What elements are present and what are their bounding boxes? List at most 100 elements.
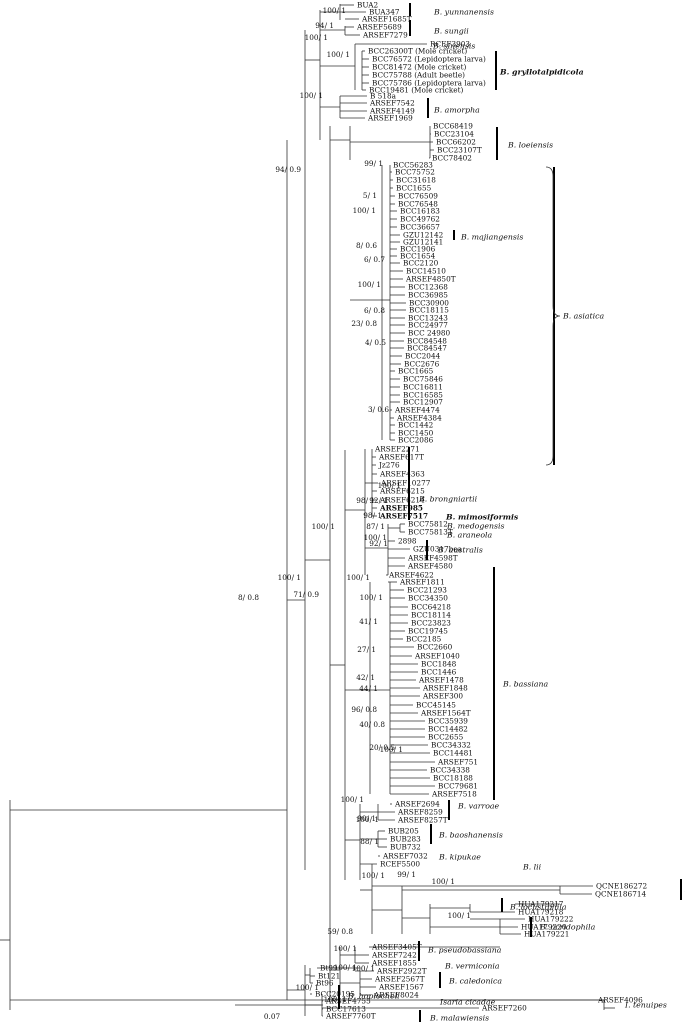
clade-label: B. sungii [433, 27, 469, 36]
taxon-label: BCC2086 [398, 436, 434, 445]
taxon-label: HUA179217 [518, 900, 564, 909]
taxon-label: BCC2660 [417, 643, 453, 652]
taxon-label: BCC14510 [406, 267, 446, 276]
taxon-label: ARSEF4363 [379, 470, 425, 479]
taxon-label: ARSEF2922T [376, 967, 427, 976]
taxon-label: ARSEF1685T [361, 15, 412, 24]
support-value: 20/ 0.5 [369, 743, 395, 752]
taxon-label: BCC1665 [398, 367, 434, 376]
taxon-label: BCC1442 [398, 421, 433, 430]
taxon-label: BCC12368 [408, 283, 448, 292]
taxon-label: ARSEF2567T [374, 975, 425, 984]
taxon-label: BCC84548 [407, 337, 447, 346]
taxon-label: HUA179220 [521, 923, 567, 932]
taxon-label: BCC68419 [433, 122, 473, 131]
taxon-label: ARSEF751 [437, 758, 478, 767]
taxon-label: BCC36985 [408, 291, 448, 300]
taxon-label: BCC20195 [315, 990, 355, 999]
taxon-label: BCC16811 [403, 383, 443, 392]
taxon-label: BCC1906 [400, 245, 436, 254]
taxon-label: BCC14481 [433, 749, 473, 758]
scale-bar-label: 0.07 [264, 1012, 281, 1021]
taxon-label: ARSEF7542 [369, 99, 415, 108]
taxon-label: ARSEF4580 [407, 562, 453, 571]
taxon-label: ARSEF7517 [379, 512, 428, 521]
taxon-label: ARSEF6215 [379, 487, 425, 496]
taxon-label: BCC34338 [430, 766, 470, 775]
taxon-label: HUA179222 [528, 915, 573, 924]
taxon-label: BCC78402 [432, 154, 472, 163]
taxon-label: GZU12142 [403, 231, 443, 240]
support-value: 100/ 1 [380, 745, 403, 754]
support-value: 42/ 1 [356, 673, 375, 682]
taxon-label: BUB205 [388, 827, 419, 836]
clade-label: I. tenuipes [624, 1001, 667, 1010]
clade-label: B. gryllotalpidicola [499, 68, 584, 77]
taxon-label: BCC79681 [438, 782, 478, 791]
taxon-label: ARSEF985 [379, 504, 423, 513]
support-value: 90/ 1 [357, 814, 376, 823]
clade-label: Isaria cicadae [439, 998, 496, 1007]
clade-label: B. asiatica [562, 312, 604, 321]
support-value: 6/ 0.8 [364, 306, 385, 315]
taxon-label: BCC30900 [409, 299, 449, 308]
support-value: 100/ 1 [305, 33, 328, 42]
support-value: 8/ 0.8 [238, 593, 259, 602]
taxon-label: BCC64218 [411, 603, 451, 612]
taxon-label: BCC34350 [408, 594, 448, 603]
taxon-label: BUB283 [390, 835, 421, 844]
taxon-label: BCC18114 [411, 611, 451, 620]
taxon-label: B 518a [370, 92, 397, 101]
taxon-label: BCC76572 (Lepidoptera larva) [372, 55, 486, 64]
taxon-label: BCC66202 [436, 138, 476, 147]
taxon-label: ARSEF8257T [397, 816, 448, 825]
support-value: 71/ 0.9 [293, 590, 319, 599]
taxon-label: BCC45145 [416, 701, 456, 710]
taxon-label: BUB732 [390, 843, 421, 852]
taxon-label: ARSEF7242 [371, 951, 417, 960]
taxon-label: ARSEF4096 [597, 996, 643, 1005]
taxon-label: BCC26300T (Mole cricket) [368, 47, 467, 56]
taxon-label: BCC81472 (Mole cricket) [372, 63, 467, 72]
taxon-label: BCC18115 [409, 306, 449, 315]
clade-label: B. acridophila [539, 923, 596, 932]
taxon-label: ARSEF4474 [394, 406, 440, 415]
taxon-label: ARSEF4384 [396, 414, 442, 423]
taxon-label: BCC34332 [431, 741, 471, 750]
clade-label: B. loeiensis [507, 141, 553, 150]
clade-label: B. yunnanensis [433, 8, 494, 17]
taxon-label: HUA179218 [518, 908, 564, 917]
clade-label: B. australis [437, 546, 483, 555]
clade-label: B. varroae [457, 802, 500, 811]
clade-label: B. lii [522, 863, 542, 872]
support-value: 92/ 1 [369, 539, 388, 548]
taxon-label: ARSEF4149 [369, 107, 415, 116]
support-value: 100/ 1 [324, 995, 347, 1004]
support-value: 5/ 1 [363, 191, 377, 200]
taxon-label: BCC23104 [434, 130, 474, 139]
taxon-label: Bt99 [320, 964, 338, 973]
taxon-label: BCC2655 [428, 733, 464, 742]
taxon-label: BCC12907 [403, 398, 443, 407]
support-value: 100/ 1 [334, 963, 357, 972]
taxon-label: ARSEF5689 [356, 23, 402, 32]
taxon-label: ARSEF1567 [378, 983, 424, 992]
support-value: 94/ 1 [315, 21, 334, 30]
support-value: 100/ 1 [448, 911, 471, 920]
support-value: 100/ 1 [362, 871, 385, 880]
support-value: 100/ 1 [356, 815, 379, 824]
taxon-label: Jz276 [378, 461, 400, 470]
clade-label: B. kipukae [438, 853, 481, 862]
taxon-label: BCC18188 [433, 774, 473, 783]
support-value: 59/ 0.8 [327, 927, 353, 936]
support-value: 100/ 1 [358, 280, 381, 289]
clade-label: B. brongniartii [418, 495, 478, 504]
taxon-label: ARSEF10277 [380, 479, 431, 488]
support-value: 92/ 1 [369, 496, 388, 505]
support-value: 100/ 1 [278, 573, 301, 582]
taxon-label: BCC75846 [403, 375, 443, 384]
taxon-label: BCC2120 [403, 259, 439, 268]
support-value: 100/ 1 [296, 983, 319, 992]
taxon-label: BCC2185 [406, 635, 442, 644]
